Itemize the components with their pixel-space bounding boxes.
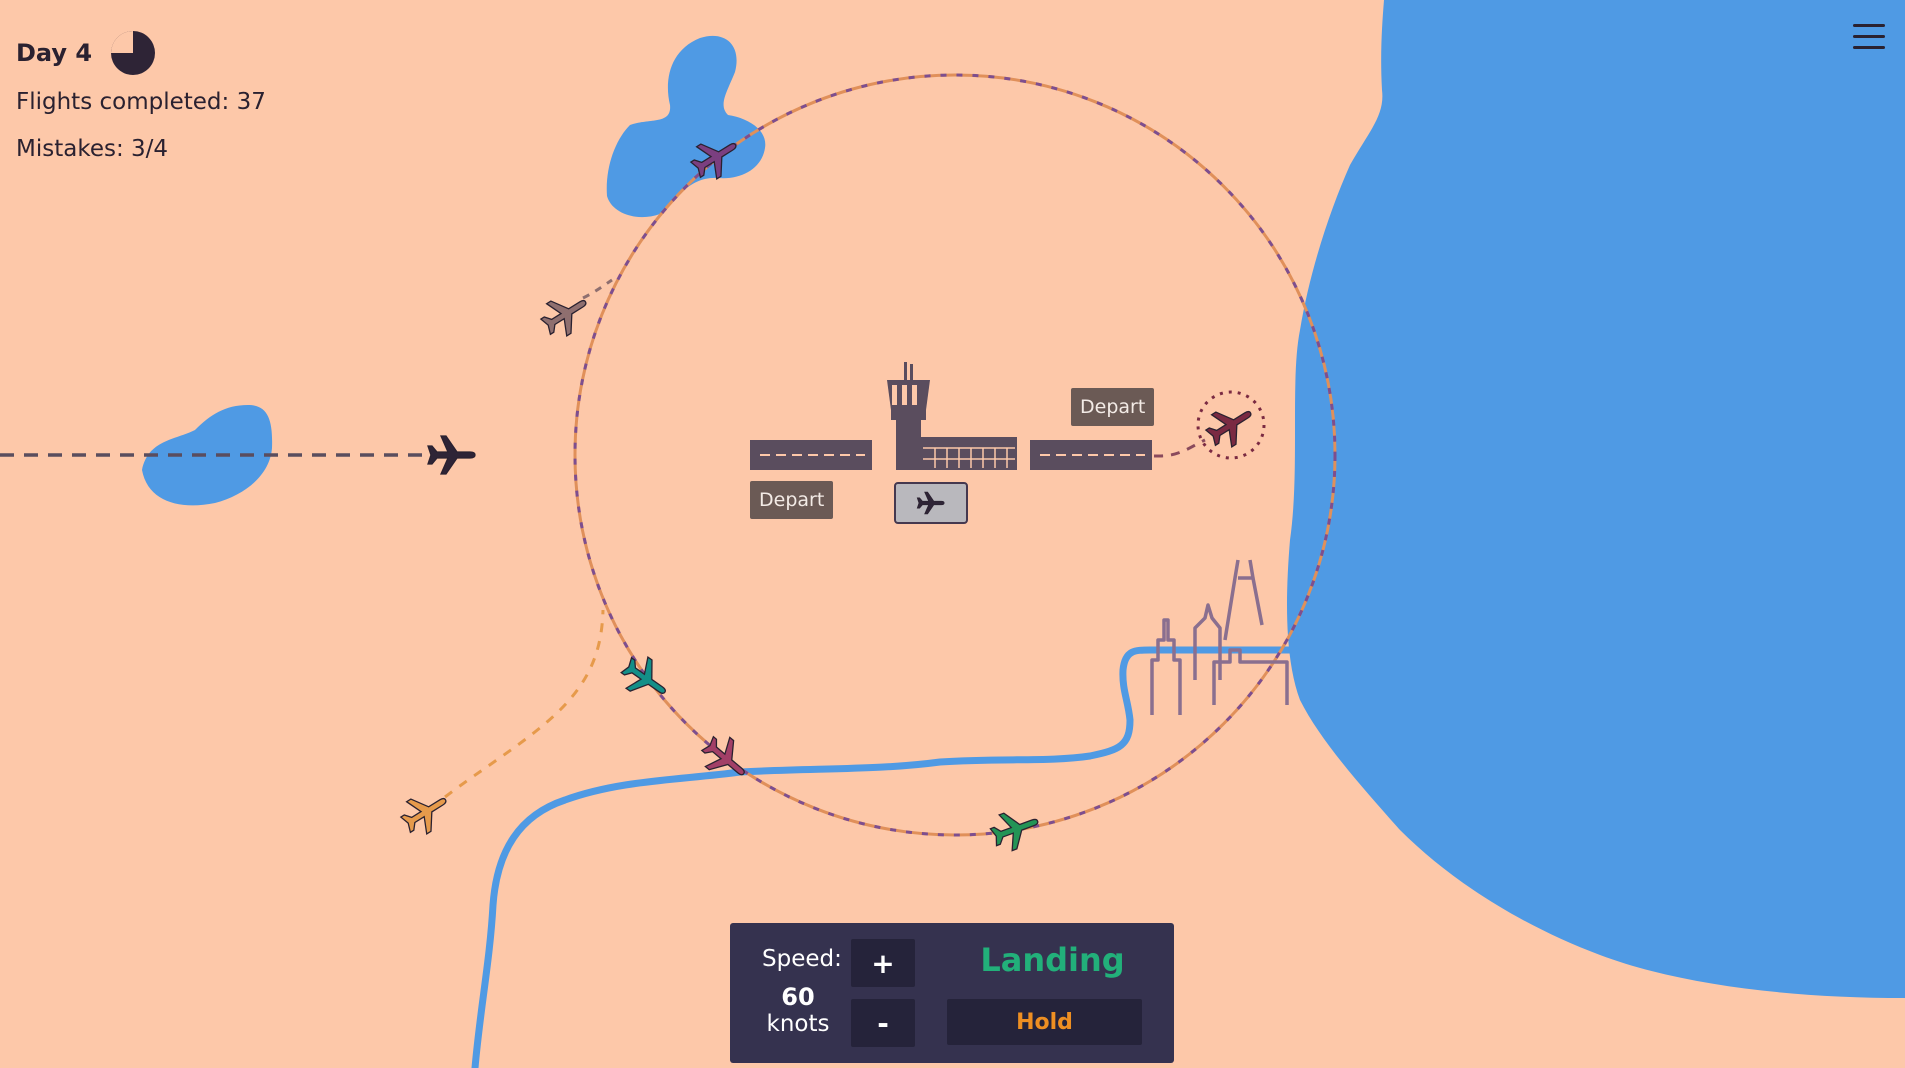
plane-maroon[interactable] [1199,396,1262,455]
flights-completed: Flights completed: 37 [16,89,266,115]
control-panel: Speed: 60 knots + - Landing Hold [730,923,1174,1063]
day-indicator: Day 4 [16,30,156,76]
lake-small-north [606,35,766,218]
hamburger-menu-icon[interactable] [1853,24,1885,54]
flight-path-mauve [582,278,613,300]
flight-path-orange [444,609,605,799]
depart-button-left[interactable]: Depart [750,481,834,519]
flight-path-maroon [1035,438,1206,458]
city-skyline [1150,559,1289,715]
control-tower [887,362,930,470]
speed-value: 60 [781,983,815,1011]
plane-mauve[interactable] [534,285,597,344]
plane-teal[interactable] [614,649,677,709]
hold-button[interactable]: Hold [947,999,1142,1045]
plane-orange[interactable] [394,783,457,842]
speed-decrease-button[interactable]: - [851,999,915,1047]
holding-ring [1196,390,1266,460]
depart-button-right[interactable]: Depart [1071,388,1155,426]
lake-michigan [1287,0,1905,998]
plane-green[interactable] [986,802,1045,856]
airplane-icon [916,491,945,515]
mode-status: Landing [980,941,1125,979]
day-clock-icon [111,31,156,75]
plane-dark[interactable] [427,435,476,475]
terminal [921,437,1017,470]
river-main [471,646,1299,1068]
hangar-button[interactable] [894,482,968,524]
speed-increase-button[interactable]: + [851,939,915,987]
airport [750,362,1152,470]
mistakes-counter: Mistakes: 3/4 [16,136,169,162]
speed-label: Speed: [762,946,842,972]
speed-unit: knots [766,1011,830,1037]
lake-small-west [142,405,273,506]
day-label: Day 4 [16,39,93,67]
